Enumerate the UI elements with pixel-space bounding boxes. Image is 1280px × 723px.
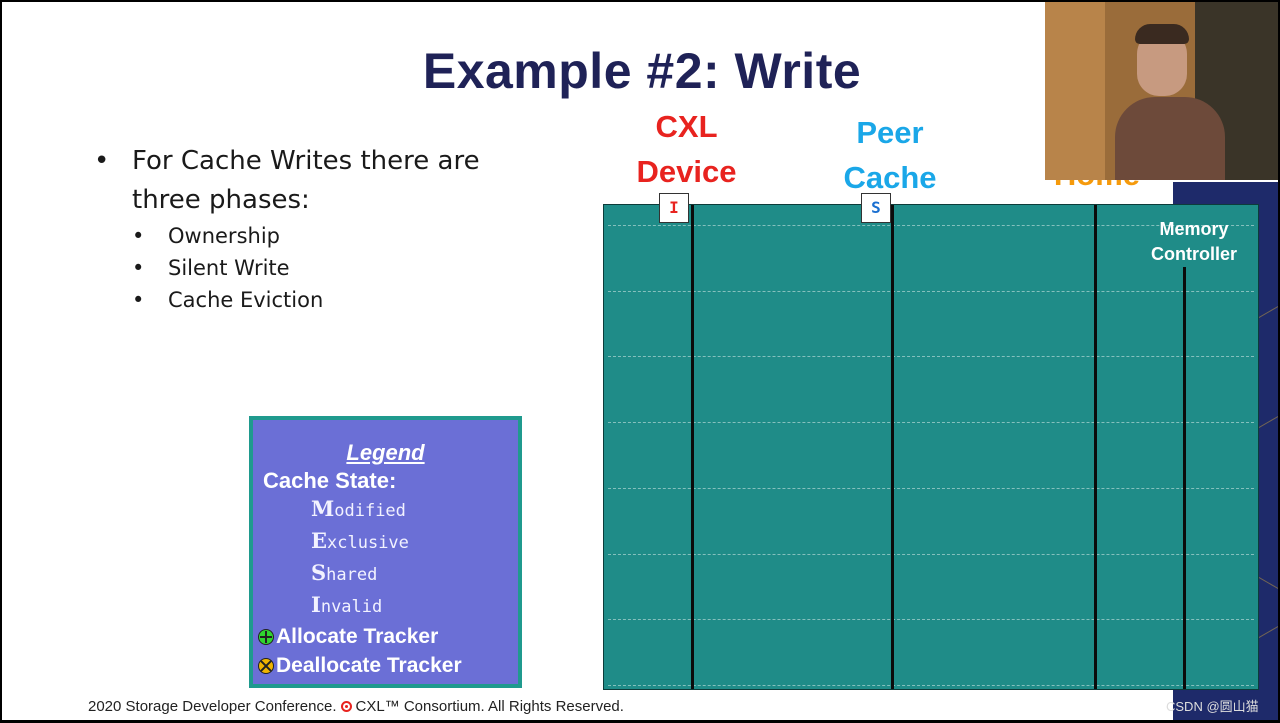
legend-state-exclusive: Exclusive	[311, 528, 409, 553]
watermark: CSDN @圆山猫	[1166, 699, 1259, 714]
diagram-gridline	[608, 685, 1254, 686]
bullet-dot: •	[132, 256, 145, 280]
home-lifeline	[1094, 205, 1097, 689]
legend-deallocate-tracker: Deallocate Tracker	[258, 651, 518, 680]
diagram-gridline	[608, 356, 1254, 357]
slide-footer: 2020 Storage Developer Conference. CXL™ …	[88, 698, 624, 715]
bullet-dot: •	[94, 146, 110, 176]
bullet-list: • For Cache Writes there are three phase…	[94, 142, 492, 316]
bullet-dot: •	[132, 224, 145, 248]
legend-allocate-tracker: Allocate Tracker	[258, 622, 518, 651]
flow-diagram: Memory Controller	[603, 204, 1259, 690]
cxl-device-state-box: I	[659, 193, 689, 223]
legend-heading: Legend	[346, 440, 425, 465]
peer-cache-state-box: S	[861, 193, 891, 223]
legend-cache-state-label: Cache State:	[263, 468, 397, 493]
diagram-gridline	[608, 488, 1254, 489]
diagram-gridline	[608, 225, 1254, 226]
bullet-dot: •	[132, 288, 145, 312]
sub-bullet-cache-eviction: • Cache Eviction	[94, 284, 492, 316]
peer-cache-label: Peer Cache	[843, 115, 937, 195]
presenter-webcam	[1045, 2, 1278, 180]
slide-title: Example #2: Write	[422, 43, 862, 99]
deallocate-tracker-icon	[258, 657, 274, 674]
bullet-main: • For Cache Writes there are three phase…	[94, 142, 492, 220]
memory-controller-label: Memory Controller	[1150, 219, 1237, 264]
diagram-gridline	[608, 619, 1254, 620]
sub-bullet-silent-write: • Silent Write	[94, 252, 492, 284]
presenter-body	[1115, 97, 1225, 180]
cxl-device-label: CXL Device	[636, 109, 737, 189]
allocate-tracker-icon	[258, 628, 274, 645]
cxl-device-lifeline	[691, 205, 694, 689]
webcam-curtain	[1045, 2, 1105, 180]
diagram-gridline	[608, 554, 1254, 555]
legend-box: Legend Cache State: Modified Exclusive S…	[249, 416, 522, 688]
cxl-logo-icon	[340, 701, 352, 712]
legend-state-modified: Modified	[311, 496, 406, 521]
legend-state-invalid: Invalid	[311, 592, 383, 617]
presenter-hair	[1135, 24, 1189, 44]
peer-cache-lifeline	[891, 205, 894, 689]
legend-state-shared: Shared	[311, 560, 378, 585]
diagram-gridline	[608, 291, 1254, 292]
diagram-gridline	[608, 422, 1254, 423]
memory-controller-lifeline	[1183, 267, 1186, 689]
sub-bullet-ownership: • Ownership	[94, 220, 492, 252]
